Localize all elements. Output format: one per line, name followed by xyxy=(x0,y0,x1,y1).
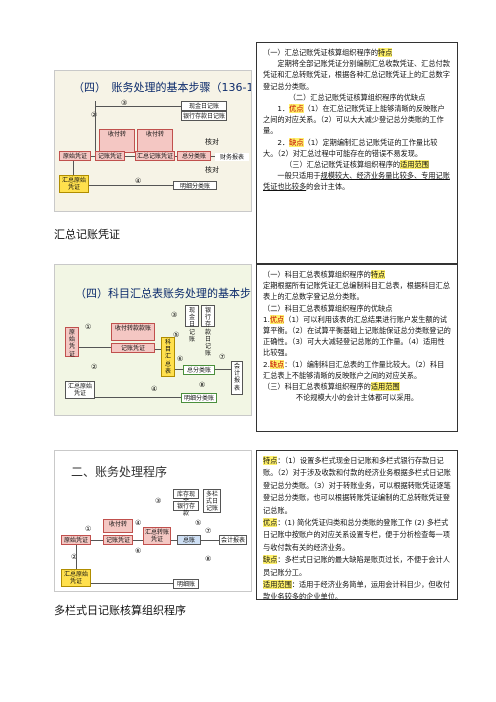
heading-scope: （三）科目汇总表核算组织程序的适用范围 xyxy=(263,382,400,392)
paragraph: 不论规模大小的会计主体都可以采用。 xyxy=(295,393,419,403)
summary-voucher-box: 汇总记账凭证 xyxy=(135,151,175,161)
paragraph-scope: 适用范围：适用于经济业务简单，运用会计科目少，但收付款业务较多的企业单位。 xyxy=(263,580,450,602)
paragraph: 1．优点（1）在汇总记账凭证上能够清晰的反映账户之间的对应关系。（2）可以大大减… xyxy=(263,104,445,136)
text-panel-subject-summary: （一）科目汇总表核算组织程序的特点 定期根据所有记账凭证汇总编制科目汇总表，根据… xyxy=(256,264,458,432)
step-num: ③ xyxy=(121,99,128,107)
paragraph: 2．缺点（1）定期编制汇总记账凭证的工作量比较大。（2）对汇总过程中可能存在的错… xyxy=(263,137,438,158)
paragraph: 2.缺点：（1）编制科目汇总表的工作量比较大。（2）科目汇总表上不能够清晰的反映… xyxy=(263,359,445,380)
summary-transfer-box: 汇总转账凭证 xyxy=(143,527,171,545)
bank-box: 银行存款 xyxy=(173,501,199,517)
bank-box: 银行存款日记账 xyxy=(201,305,215,357)
step-num: ③ xyxy=(155,497,162,505)
step-num: ② xyxy=(71,553,78,561)
step-num: ⑧ xyxy=(199,381,206,389)
general-ledger-box: 总分类账 xyxy=(183,365,215,375)
general-ledger-box: 总分类账 xyxy=(177,151,211,161)
step-num: ④ xyxy=(151,385,158,393)
step-num: ④ xyxy=(135,519,142,527)
subject-summary-box: 科目汇总表 xyxy=(161,337,175,377)
step-num: ② xyxy=(91,111,97,119)
slide-subject-summary-diagram: （四）科目汇总表账务处理的基本步骤 现金日记账 银行存款日记账 收付转款款账 记… xyxy=(54,264,252,416)
heading-pros-cons: （二）汇总记账凭证核算组织程序的优缺点 xyxy=(288,92,426,102)
paragraph: 1.优点（1）可以利用该表的汇总结果进行账户发生额的试算平衡。（2）在试算平衡基… xyxy=(263,314,451,358)
voucher-box: 记账凭证 xyxy=(111,343,155,353)
cash-box: 库存现金 xyxy=(173,489,199,505)
step-num: ① xyxy=(85,323,92,331)
check-label: 核对 xyxy=(205,138,219,146)
receipt-pay-transfer-box: 收付转 xyxy=(99,129,135,153)
paragraph-cons: 缺点：多栏式日记账的最大缺陷是账页过长，不便于会计人员记账分工。 xyxy=(263,555,450,577)
cash-box: 现金日记账 xyxy=(185,305,199,343)
voucher-box: 记账凭证 xyxy=(95,151,125,161)
slide-title: （四） 账务处理的基本步骤（136-139） xyxy=(73,81,251,94)
text-panel-multicolumn-journal: 特点：（1）设置多栏式现金日记账和多栏式银行存款日记账。（2）对于涉及收款和付款… xyxy=(256,450,458,601)
caption-summary-voucher: 汇总记账凭证 xyxy=(54,228,120,241)
step-num: ⑥ xyxy=(135,547,142,555)
check-label: 核对 xyxy=(205,166,219,174)
slide-title: （四）科目汇总表账务处理的基本步骤 xyxy=(75,287,252,300)
step-num: ⑤ xyxy=(195,519,202,527)
paragraph: 定期根据所有记账凭证汇总编制科目汇总表，根据科目汇总表上的汇总数字登记总分类账。 xyxy=(263,281,450,302)
step-num: ③ xyxy=(171,311,178,319)
reports-box: 会计报表 xyxy=(219,535,247,545)
multi-journal-box: 多栏式日记账 xyxy=(203,489,221,513)
cash-journal-box: 现金日记账 xyxy=(181,101,227,111)
step-num: ⑥ xyxy=(177,355,184,363)
paragraph-pros: 优点：(1) 简化凭证归类和总分类账的登账工作 (2) 多栏式日记账中按账户的对… xyxy=(263,518,450,552)
step-num: ④ xyxy=(135,177,142,185)
step-num: ⑦ xyxy=(219,353,226,361)
original-voucher-box: 原始凭证 xyxy=(59,151,91,161)
receipt-pay-transfer-box-2: 收付转 xyxy=(137,129,173,153)
heading-features: （一）汇总记账凭证核算组织程序的特点 xyxy=(263,48,393,57)
step-num: ⑤ xyxy=(173,331,180,339)
slide-summary-voucher-diagram: （四） 账务处理的基本步骤（136-139） ③ 现金日记账 银行存款日记账 ②… xyxy=(54,70,252,212)
paragraph-features: 特点：（1）设置多栏式现金日记账和多栏式银行存款日记账。（2）对于涉及收款和付款… xyxy=(263,456,451,515)
summary-original-box: 汇总原始凭证 xyxy=(61,569,91,587)
step-num: ⑧ xyxy=(205,555,212,563)
voucher-box: 记账凭证 xyxy=(103,535,133,545)
step-num: ② xyxy=(91,363,98,371)
step-num: ① xyxy=(85,525,92,533)
step-num: ⑦ xyxy=(205,527,212,535)
receipt-pay-transfer-box: 收付转 xyxy=(103,519,133,533)
heading-features: （一）科目汇总表核算组织程序的特点 xyxy=(263,270,386,279)
heading-scope: （三）汇总记账凭证核算组织程序的适用范围 xyxy=(285,160,429,170)
reports-box: 会计报表 xyxy=(231,361,243,395)
bank-journal-box: 银行存款日记账 xyxy=(181,111,227,121)
paragraph: 定期将全部记账凭证分别编制汇总收款凭证、汇总付款凭证和汇总转账凭证，根据各种汇总… xyxy=(263,59,450,91)
detail-ledger-box: 明细分类账 xyxy=(181,393,217,403)
original-voucher-box: 原始凭证 xyxy=(65,327,79,358)
receipt-pay-transfer-box: 收付转款款账 xyxy=(111,323,155,341)
caption-multicolumn-journal: 多栏式日记账核算组织程序 xyxy=(54,604,186,617)
slide-title: 二、账务处理程序 xyxy=(71,465,168,479)
text-panel-summary-voucher: （一）汇总记账凭证核算组织程序的特点 定期将全部记账凭证分别编制汇总收款凭证、汇… xyxy=(256,42,458,264)
summary-original-box: 汇总原始凭证 xyxy=(59,175,89,193)
detail-ledger-box: 明细分类账 xyxy=(173,181,217,190)
reports-box: 财务报表 xyxy=(215,153,249,161)
heading-pros-cons: （二）科目汇总表核算组织程序的优缺点 xyxy=(263,303,393,313)
general-ledger-box: 总账 xyxy=(177,535,201,545)
detail-ledger-box: 明细账 xyxy=(173,579,199,589)
summary-original-box: 汇总原始凭证 xyxy=(65,381,95,399)
original-voucher-box: 原始凭证 xyxy=(61,535,91,545)
paragraph: 一般只适用于规模较大、经济业务量比较多、专用记账凭证也比较多的会计主体。 xyxy=(263,171,450,192)
slide-multicolumn-journal-diagram: 二、账务处理程序 库存现金 银行存款 多栏式日记账 收付转 记账凭证 原始凭证 … xyxy=(54,450,252,592)
